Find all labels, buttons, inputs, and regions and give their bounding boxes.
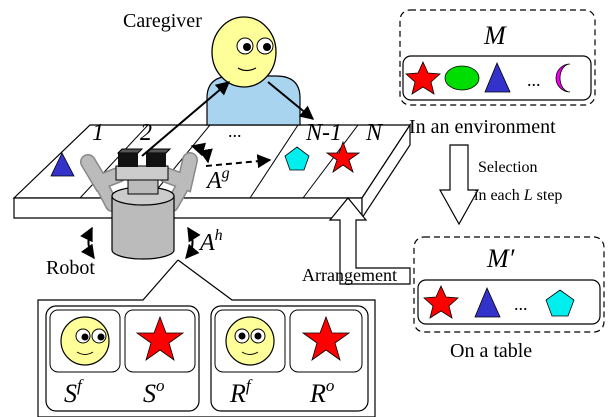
table-set-pentagon-icon — [545, 289, 575, 317]
state-r-f-sup: f — [246, 376, 253, 395]
selection-arrow-icon — [438, 144, 480, 226]
state-r-o-label: Ro — [309, 376, 334, 408]
arrangement-arrow-icon — [328, 197, 411, 285]
table-set-triangle-icon — [474, 286, 501, 318]
environment-symbol: M — [483, 21, 507, 50]
action-gaze-sup: g — [222, 165, 230, 182]
state-s-face-icon — [60, 316, 110, 366]
robot-body-rotation-left-arrow — [80, 226, 95, 260]
state-r-f-base: R — [229, 379, 246, 408]
state-r-f-label: Rf — [229, 376, 253, 408]
state-r-face-icon — [225, 316, 275, 366]
selection-line2-suffix: step — [533, 187, 563, 204]
selection-label-line1: Selection — [478, 159, 538, 176]
selection-line2-prefix: in each — [474, 187, 524, 204]
action-head-base: A — [198, 230, 215, 256]
table-triangle-icon — [50, 152, 75, 177]
table-pentagon-icon — [284, 146, 310, 171]
slot-label-2: 2 — [140, 120, 152, 146]
caregiver-to-table-arrow — [267, 81, 315, 120]
environment-ellipse-icon — [444, 65, 480, 91]
state-s-o-sup: o — [156, 376, 165, 395]
selection-label-line2: in each L step — [474, 187, 562, 204]
state-s-o-base: S — [143, 379, 156, 408]
slot-label-1: 1 — [92, 120, 104, 146]
environment-moon-icon — [555, 63, 571, 93]
robot-figure — [80, 148, 198, 260]
environment-star-icon — [405, 61, 441, 95]
robot-body-rotation-right-arrow — [185, 226, 201, 260]
table-set-symbol: M′ — [486, 244, 515, 273]
environment-triangle-icon — [484, 61, 511, 93]
action-gaze-label: Ag — [205, 165, 230, 194]
state-r-o-base: R — [309, 379, 326, 408]
environment-caption: In an environment — [409, 116, 556, 138]
slot-label-n: N — [365, 120, 384, 146]
caregiver-figure — [206, 16, 301, 126]
robot-gaze-arrow — [205, 154, 272, 169]
robot-to-caregiver-arrow — [141, 81, 231, 157]
state-r-star-icon — [301, 315, 351, 361]
table-star-icon — [325, 140, 361, 174]
state-s-f-label: Sf — [64, 376, 84, 408]
robot-label: Robot — [46, 257, 95, 279]
arrangement-label: Arrangement — [302, 265, 397, 285]
state-s-f-base: S — [64, 379, 77, 408]
action-gaze-base: A — [205, 168, 222, 194]
state-s-o-label: So — [143, 376, 165, 408]
action-head-label: Ah — [198, 227, 223, 256]
slot-label-ellipsis: ... — [228, 121, 242, 141]
environment-ellipsis: ... — [527, 70, 541, 90]
selection-line2-var: L — [523, 187, 533, 204]
slot-label-n-minus-1: N-1 — [305, 120, 342, 146]
state-r-o-sup: o — [326, 376, 335, 395]
robot-head-rotation-arrow — [190, 142, 213, 164]
table-set-star-icon — [423, 285, 459, 319]
state-s-star-icon — [135, 315, 185, 361]
table-set-ellipsis: ... — [514, 294, 528, 314]
caregiver-label: Caregiver — [123, 10, 202, 32]
state-s-f-sup: f — [77, 376, 84, 395]
table-set-caption: On a table — [450, 340, 532, 362]
action-head-sup: h — [215, 227, 223, 244]
